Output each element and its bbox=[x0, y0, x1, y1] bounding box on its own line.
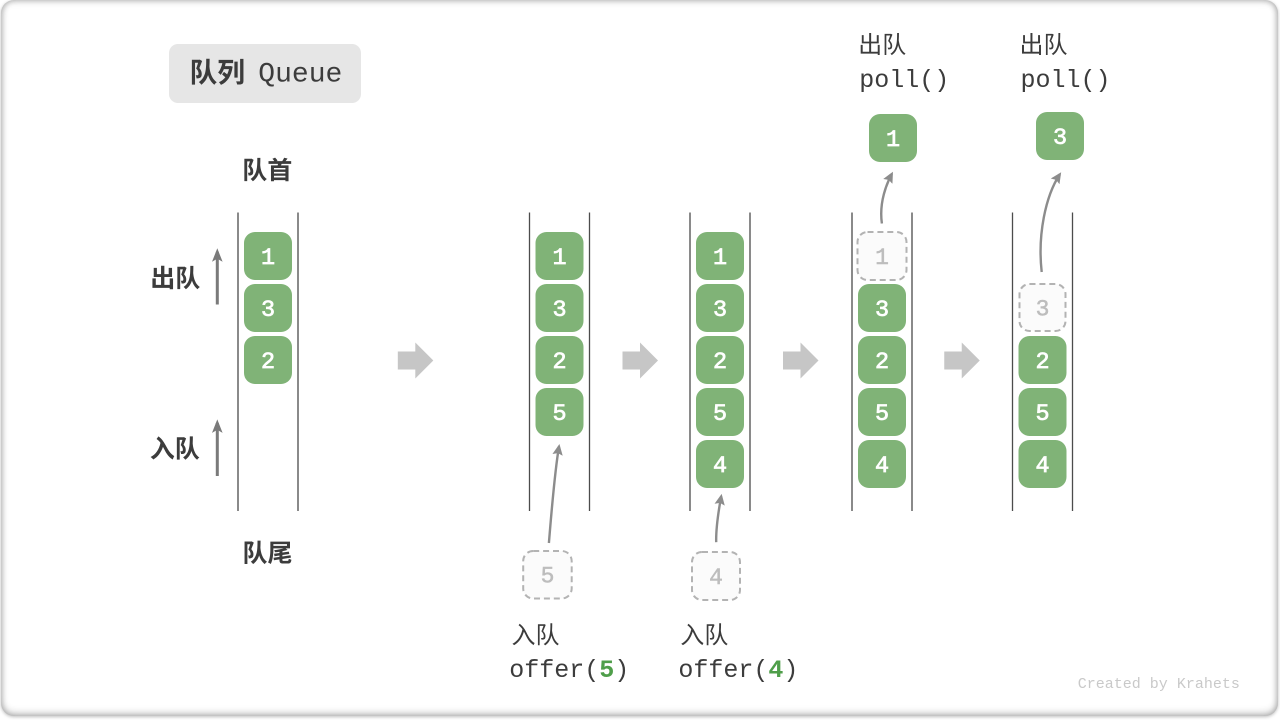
svg-text:1: 1 bbox=[261, 245, 275, 272]
svg-text:4: 4 bbox=[875, 453, 889, 480]
svg-text:offer(4): offer(4) bbox=[678, 656, 798, 685]
svg-text:3: 3 bbox=[713, 297, 727, 324]
svg-text:2: 2 bbox=[713, 349, 727, 376]
svg-text:1: 1 bbox=[886, 127, 900, 154]
svg-text:3: 3 bbox=[1053, 125, 1067, 152]
svg-text:3: 3 bbox=[261, 297, 275, 324]
svg-text:2: 2 bbox=[552, 349, 566, 376]
svg-text:Created by Krahets: Created by Krahets bbox=[1078, 676, 1240, 693]
svg-text:5: 5 bbox=[552, 401, 566, 428]
svg-text:5: 5 bbox=[713, 401, 727, 428]
svg-text:3: 3 bbox=[552, 297, 566, 324]
svg-text:5: 5 bbox=[1035, 401, 1049, 428]
svg-text:2: 2 bbox=[1035, 349, 1049, 376]
svg-text:poll(): poll() bbox=[859, 66, 949, 95]
svg-text:4: 4 bbox=[709, 565, 723, 591]
svg-text:Queue: Queue bbox=[258, 59, 342, 90]
svg-text:poll(): poll() bbox=[1021, 66, 1111, 95]
svg-text:4: 4 bbox=[713, 453, 727, 480]
svg-text:3: 3 bbox=[875, 297, 889, 324]
svg-text:3: 3 bbox=[1036, 296, 1050, 322]
svg-text:offer(5): offer(5) bbox=[509, 656, 629, 685]
svg-text:2: 2 bbox=[875, 349, 889, 376]
svg-text:5: 5 bbox=[541, 564, 555, 590]
svg-text:2: 2 bbox=[261, 349, 275, 376]
svg-text:5: 5 bbox=[875, 401, 889, 428]
svg-text:4: 4 bbox=[1035, 453, 1049, 480]
svg-text:1: 1 bbox=[875, 245, 889, 271]
svg-text:1: 1 bbox=[552, 245, 566, 272]
svg-text:1: 1 bbox=[713, 245, 727, 272]
